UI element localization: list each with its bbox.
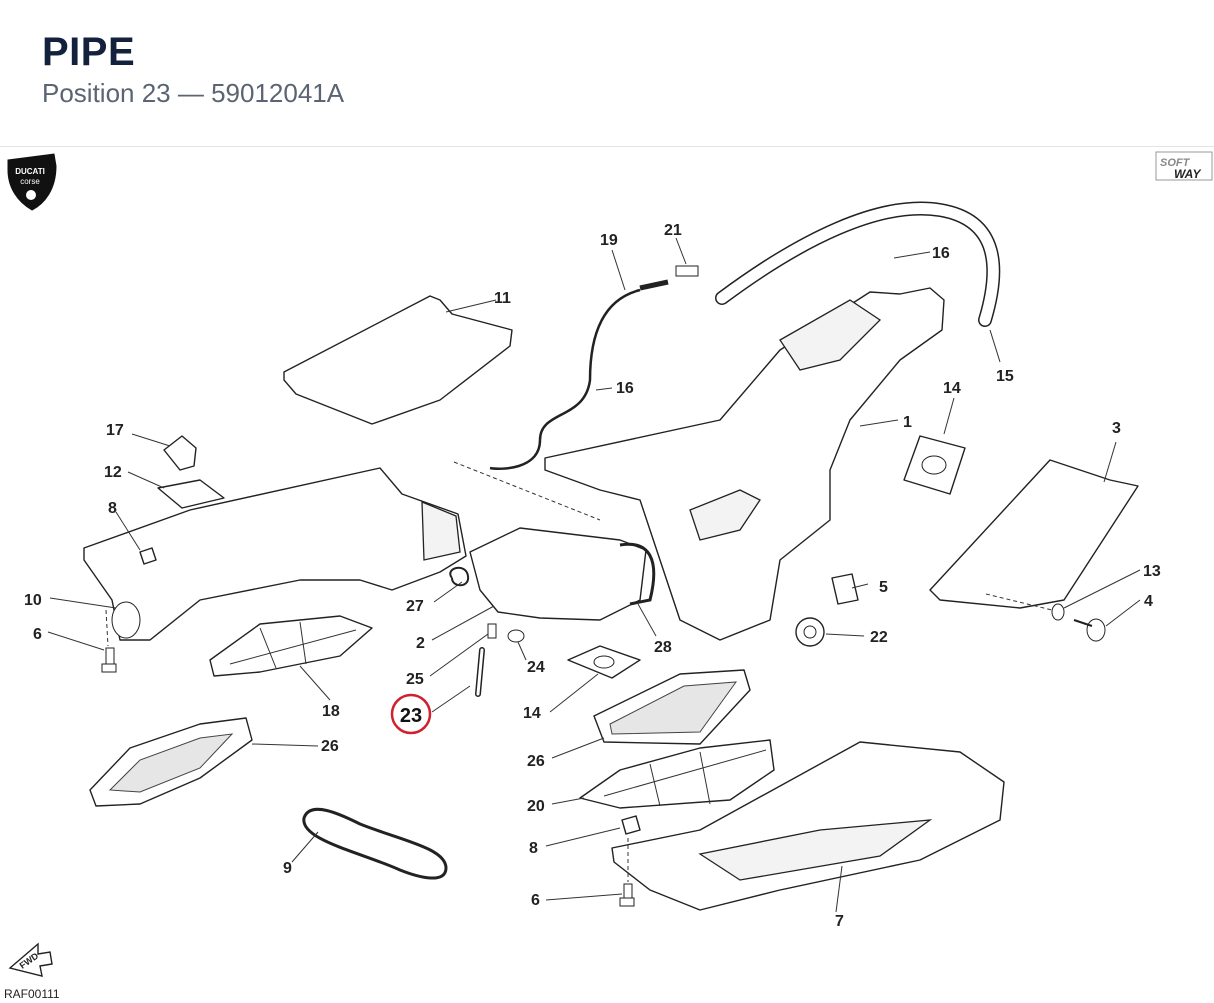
- callout-20: 20: [527, 798, 545, 815]
- part-23-pipe: [475, 647, 485, 697]
- callout-labels: 19 21 16 11 15 16 14 1 3 17 12 8 10 6 27…: [24, 222, 1161, 930]
- part-20-mesh: [579, 739, 775, 809]
- part-position-subtitle: Position 23 — 59012041A: [42, 78, 345, 108]
- callout-24: 24: [527, 659, 545, 676]
- callout-21: 21: [664, 222, 682, 239]
- callout-8: 8: [108, 500, 117, 517]
- callout-6: 6: [33, 626, 42, 643]
- part-11-panel: [283, 295, 513, 425]
- logo-brand-line2: corse: [20, 177, 40, 186]
- callout-22: 22: [870, 629, 888, 646]
- part-22-grommet: [795, 617, 825, 647]
- part-9-seal: [302, 807, 448, 880]
- callout-9: 9: [283, 860, 292, 877]
- callout-17: 17: [106, 422, 124, 439]
- part-26-filter-right: [593, 669, 751, 745]
- callout-14: 14: [943, 380, 961, 397]
- part-6-bolt-right: [619, 883, 635, 907]
- callout-23-highlighted: 23: [400, 705, 422, 727]
- callout-26: 26: [321, 738, 339, 755]
- part-8-nut-right: [621, 815, 641, 835]
- drawing-code: RAF00111: [4, 987, 60, 1001]
- callout-4: 4: [1144, 593, 1153, 610]
- callout-14: 14: [523, 705, 541, 722]
- callout-7: 7: [835, 913, 844, 930]
- callout-28: 28: [654, 639, 672, 656]
- callout-10: 10: [24, 592, 42, 609]
- part-13-washer: [1051, 603, 1065, 621]
- part-8-nut-left: [139, 547, 157, 565]
- part-4-screw: [1073, 618, 1106, 642]
- callout-16: 16: [932, 245, 950, 262]
- part-25-fitting: [487, 623, 497, 639]
- logo-software-line1: SOFT: [1160, 157, 1191, 169]
- part-15-rail: [715, 201, 1001, 327]
- page-header: PIPE Position 23 — 59012041A: [0, 0, 1214, 146]
- part-7-air-duct: [611, 741, 1005, 911]
- part-26-filter-left: [89, 717, 253, 807]
- assembly-guide-lines: [105, 461, 1053, 882]
- callout-15: 15: [996, 368, 1014, 385]
- callout-19: 19: [600, 232, 618, 249]
- ducati-corse-logo: DUCATI corse: [7, 153, 57, 211]
- callout-13: 13: [1143, 563, 1161, 580]
- logo-brand-line1: DUCATI: [15, 167, 45, 176]
- highlight-ring-23: [390, 693, 432, 735]
- callout-8: 8: [529, 840, 538, 857]
- exploded-parts-diagram: DUCATI corse SOFT WAY: [4, 151, 1213, 1001]
- part-14-gasket-lower: [567, 645, 641, 679]
- callout-25: 25: [406, 671, 424, 688]
- part-3-side-panel: [929, 459, 1139, 609]
- part-6-bolt-left: [101, 647, 117, 673]
- callout-6: 6: [531, 892, 540, 909]
- header-divider: [0, 146, 1214, 147]
- callout-12: 12: [104, 464, 122, 481]
- part-19-cable: [489, 265, 699, 470]
- part-10-air-duct: [83, 467, 467, 641]
- callout-26: 26: [527, 753, 545, 770]
- part-title: PIPE: [42, 30, 136, 74]
- part-24-grommet: [507, 629, 525, 643]
- callout-leader-lines: [47, 237, 1141, 913]
- callout-18: 18: [322, 703, 340, 720]
- part-5-clip: [831, 573, 859, 605]
- fwd-arrow-icon: FWD: [8, 942, 53, 977]
- callout-5: 5: [879, 579, 888, 596]
- part-1-frame: [544, 287, 945, 641]
- part-17-12-mount: [157, 435, 225, 509]
- callout-2: 2: [416, 635, 425, 652]
- part-18-mesh: [209, 615, 373, 677]
- part-2-module: [449, 527, 656, 621]
- callout-1: 1: [903, 414, 912, 431]
- callout-3: 3: [1112, 420, 1121, 437]
- callout-11: 11: [494, 290, 511, 307]
- logo-software-line2: WAY: [1174, 167, 1201, 181]
- softway-logo: SOFT WAY: [1155, 151, 1213, 181]
- part-14-gasket: [903, 435, 966, 495]
- callout-16: 16: [616, 380, 634, 397]
- callout-27: 27: [406, 598, 424, 615]
